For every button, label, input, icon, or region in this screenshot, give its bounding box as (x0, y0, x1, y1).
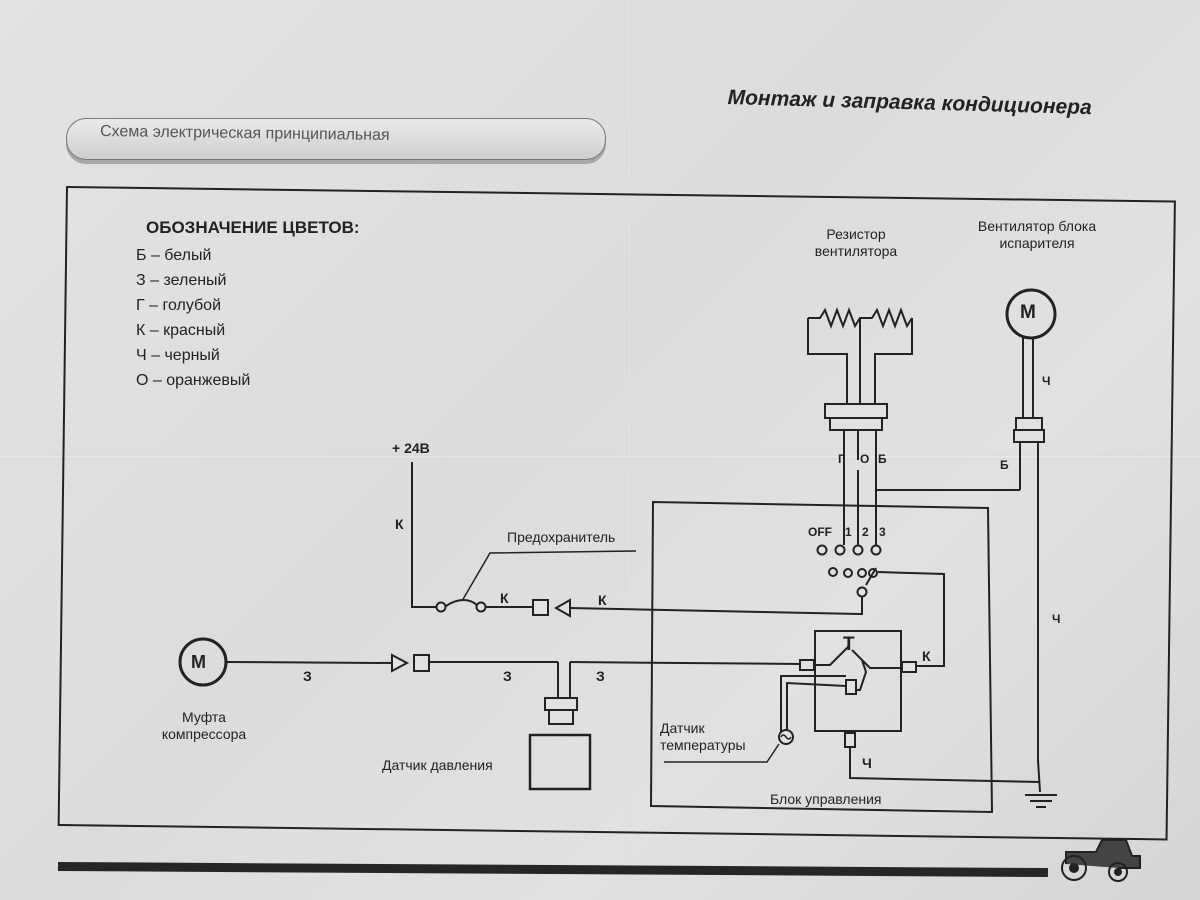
wire-label-z: З (503, 668, 512, 684)
wire-label-z: З (303, 668, 312, 684)
tractor-icon (1061, 839, 1141, 882)
pressure-sensor-body (528, 733, 592, 791)
legend-item: К – красный (136, 322, 226, 339)
power-label: + 24В (392, 440, 430, 456)
thermostat-body (814, 630, 902, 732)
subtitle-banner (66, 118, 606, 160)
switch-label-off: OFF (808, 525, 832, 539)
color-legend: Б – белый З – зеленый Г – голубой К – кр… (136, 243, 250, 393)
temperature-sensor-label: Датчик температуры (660, 720, 746, 753)
evaporator-fan-symbol (1005, 288, 1057, 340)
thermostat-sensor-terminal (845, 679, 857, 695)
fuse-terminal-left (435, 601, 447, 613)
connector-arrow-clutch (391, 653, 410, 673)
thermostat-glyph: Т (843, 634, 855, 655)
wire-label-ch: Ч (1052, 612, 1061, 626)
wire-label-k: К (395, 516, 404, 532)
pressure-sensor-label: Датчик давления (382, 757, 493, 773)
wire-label-z: З (596, 668, 605, 684)
switch-contact (843, 568, 853, 578)
legend-title: ОБОЗНАЧЕНИЕ ЦВЕТОВ: (146, 218, 360, 237)
switch-label-3: 3 (879, 525, 886, 539)
connector-fuse (532, 599, 549, 616)
legend-item: З – зеленый (136, 272, 227, 289)
wire-label-b: Б (1000, 458, 1009, 472)
temp-sensor-pointer (664, 743, 780, 763)
switch-contact-2 (852, 544, 864, 556)
switch-contact (857, 568, 867, 578)
switch-wiper (856, 586, 868, 598)
clutch-label: Муфта компрессора (161, 709, 247, 742)
wire-label-ch: Ч (1042, 374, 1051, 388)
fan-label: Вентилятор блока испарителя (977, 218, 1097, 251)
paper-fold-horizontal (0, 455, 1200, 459)
power-wire (411, 462, 438, 608)
fuse-element (445, 599, 479, 607)
fuse-label: Предохранитель (507, 529, 616, 545)
wire-label-k: К (500, 590, 509, 606)
switch-contact-3 (870, 544, 882, 556)
thermostat-terminal-left (799, 659, 815, 671)
switch-contact (828, 567, 838, 577)
connector-clutch (413, 654, 430, 672)
fan-motor-glyph: М (1020, 302, 1036, 323)
fan-connector (1015, 417, 1043, 431)
paper-fold-vertical (628, 0, 631, 900)
wire-label-b: Б (878, 452, 887, 466)
wire-label-ch: Ч (862, 755, 872, 771)
switch-label-1: 1 (845, 525, 852, 539)
switch-contact-off (816, 544, 828, 556)
switch-label-2: 2 (862, 525, 869, 539)
resistor-connector (824, 403, 888, 419)
switch-contact-1 (834, 544, 846, 556)
legend-item: Ч – черный (136, 347, 220, 364)
wire-label-k: К (598, 592, 607, 608)
fuse-terminal-right (475, 601, 487, 613)
control-unit-label: Блок управления (770, 791, 882, 807)
thermostat-terminal-right (901, 661, 917, 673)
legend-item: Г – голубой (136, 297, 221, 314)
fuse-pointer (461, 550, 637, 602)
clutch-motor-glyph: М (191, 652, 206, 672)
thermostat-ground-terminal (844, 732, 856, 748)
wire-label-o: О (860, 452, 870, 466)
resistor-label: Резистор вентилятора (814, 226, 898, 259)
ground-symbol (1025, 794, 1057, 808)
legend-item: Б – белый (136, 247, 212, 264)
wire-label-k: К (922, 648, 931, 664)
connector-arrow-fuse (553, 598, 571, 618)
thermostat-contact (814, 646, 902, 669)
legend-item: О – оранжевый (136, 372, 251, 389)
wire-label-g: Г (838, 452, 845, 466)
pressure-sensor-connector (544, 697, 578, 711)
